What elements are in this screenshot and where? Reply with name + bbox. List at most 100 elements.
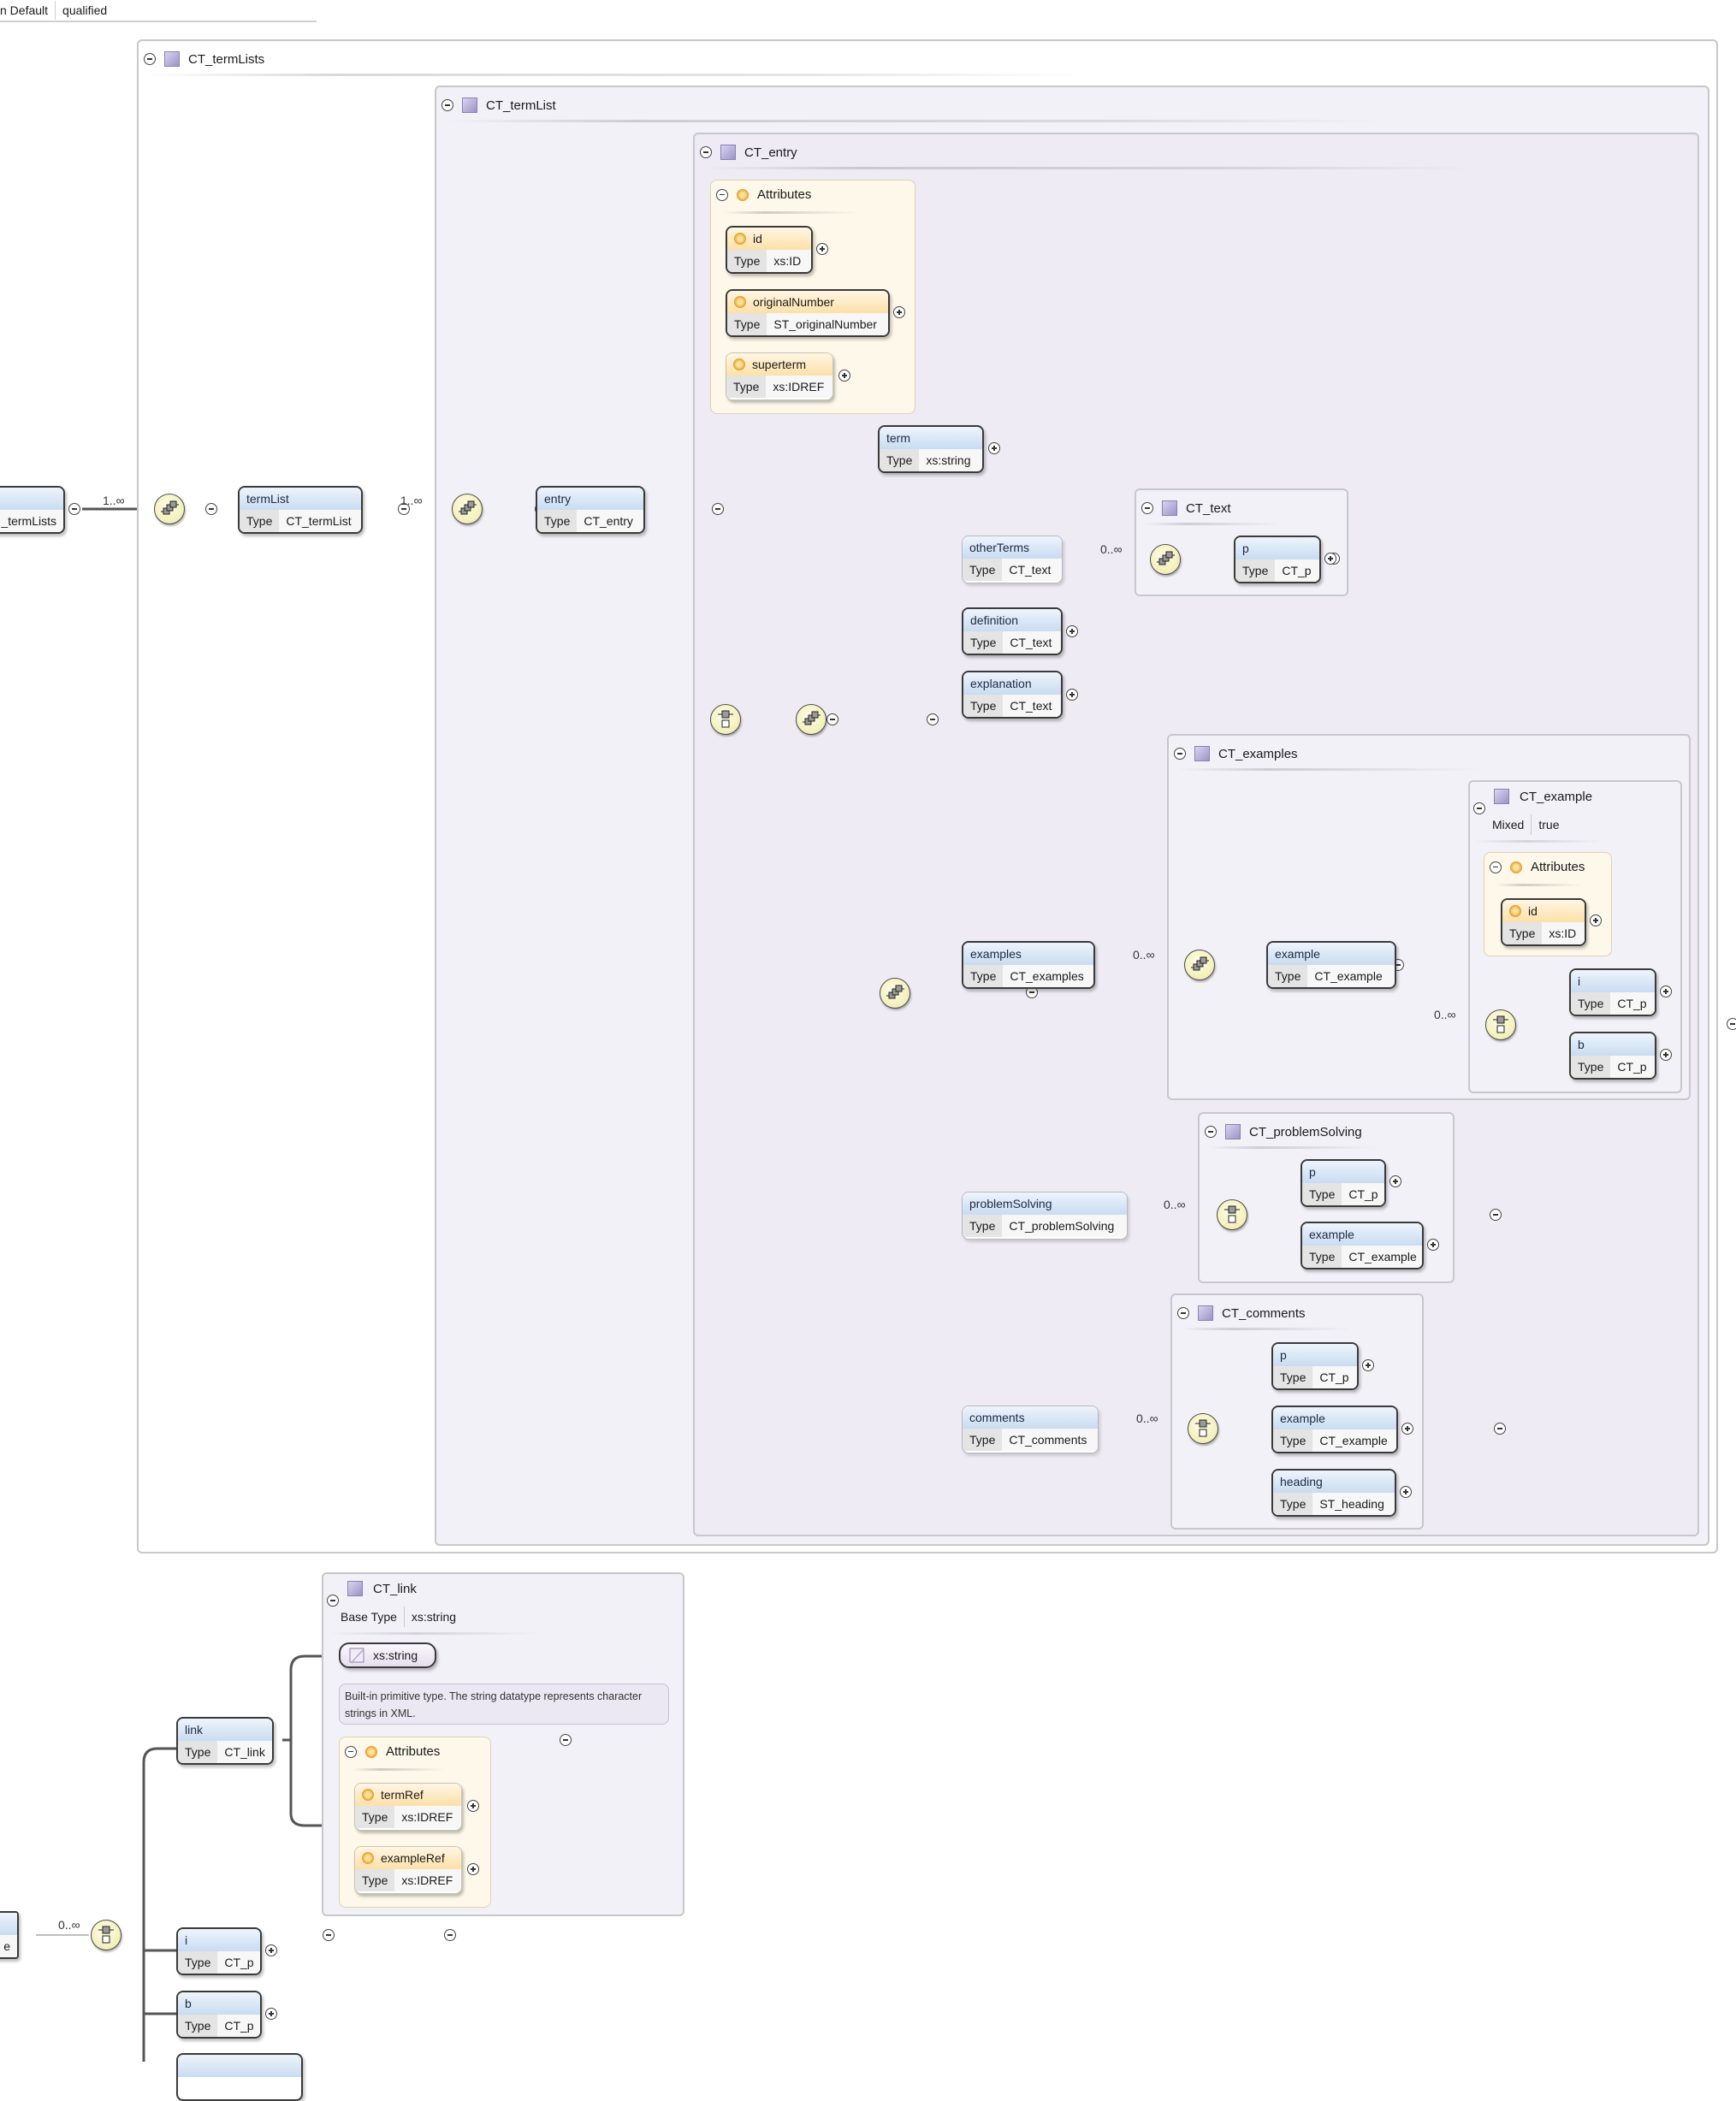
expand-icon[interactable]: [265, 1944, 277, 1956]
collapse-icon[interactable]: [327, 1595, 339, 1607]
expand-icon[interactable]: [265, 2008, 277, 2020]
collapse-icon[interactable]: [397, 503, 410, 515]
element-termlists[interactable]: _termLists: [0, 486, 65, 534]
element-name: b: [178, 1992, 260, 2015]
expand-icon[interactable]: [1389, 1175, 1401, 1187]
collapse-icon[interactable]: [827, 713, 839, 725]
collapse-icon[interactable]: [700, 146, 712, 158]
type-label: Type: [1302, 1246, 1342, 1268]
collapse-icon[interactable]: [441, 99, 453, 111]
choice-compositor[interactable]: [1485, 1009, 1516, 1040]
choice-compositor[interactable]: [1188, 1413, 1218, 1444]
collapse-icon[interactable]: [444, 1929, 457, 1941]
expand-icon[interactable]: [1401, 1423, 1413, 1435]
expand-icon[interactable]: [1362, 1359, 1374, 1371]
element-type: CT_text: [1003, 695, 1061, 717]
sequence-compositor[interactable]: [1184, 950, 1215, 980]
collapse-icon[interactable]: [205, 503, 218, 515]
expand-icon[interactable]: [988, 442, 1000, 454]
expand-icon[interactable]: [816, 243, 828, 255]
attribute-type: ST_originalNumber: [767, 313, 888, 335]
expand-icon[interactable]: [1066, 689, 1078, 701]
title-divider: [445, 120, 1386, 122]
collapse-icon[interactable]: [1490, 861, 1502, 873]
simple-type-xs-string[interactable]: xs:string: [339, 1642, 436, 1668]
expand-icon[interactable]: [893, 306, 905, 318]
expand-icon[interactable]: [1660, 1049, 1672, 1061]
sequence-compositor[interactable]: [796, 704, 827, 735]
element-type: CT_termList: [279, 510, 361, 532]
expand-icon[interactable]: [1590, 914, 1602, 926]
element-partial-bottom[interactable]: [176, 2053, 303, 2101]
expand-icon[interactable]: [1400, 1486, 1412, 1498]
expand-icon[interactable]: [1324, 553, 1336, 565]
choice-compositor[interactable]: [1217, 1199, 1247, 1230]
collapse-icon[interactable]: [711, 503, 724, 515]
choice-compositor[interactable]: [91, 1920, 121, 1950]
attribute-type: xs:ID: [767, 250, 811, 272]
collapse-icon[interactable]: [1205, 1126, 1217, 1138]
collapse-icon[interactable]: [926, 713, 939, 725]
collapse-icon[interactable]: [1726, 1018, 1736, 1030]
expand-icon[interactable]: [1660, 985, 1672, 997]
sequence-compositor[interactable]: [452, 494, 483, 524]
attribute-icon: [1510, 861, 1522, 873]
sequence-compositor[interactable]: [880, 978, 910, 1009]
element-name: link: [178, 1719, 272, 1741]
element-type: CT_problemSolving: [1002, 1215, 1127, 1237]
collapse-icon[interactable]: [1177, 1307, 1189, 1319]
sequence-compositor[interactable]: [154, 494, 185, 524]
occurrence-label: 0..∞: [1136, 1412, 1158, 1425]
complex-type-title: CT_text: [1141, 497, 1231, 519]
collapse-icon[interactable]: [716, 188, 728, 201]
expand-icon[interactable]: [467, 1800, 479, 1812]
sequence-compositor[interactable]: [1150, 544, 1181, 575]
collapse-icon[interactable]: [144, 53, 156, 65]
occurrence-label: 0..∞: [1434, 1008, 1456, 1021]
type-label: Type: [1273, 1429, 1313, 1452]
attributes-title: Attributes: [1490, 860, 1585, 874]
collapse-icon[interactable]: [1174, 748, 1186, 760]
choice-compositor[interactable]: [710, 704, 741, 735]
expand-icon[interactable]: [838, 370, 850, 382]
collapse-icon[interactable]: [345, 1745, 357, 1758]
collapse-icon[interactable]: [322, 1929, 335, 1941]
expand-icon[interactable]: [467, 1863, 479, 1875]
collapse-icon[interactable]: [560, 1734, 572, 1746]
expand-icon[interactable]: [1427, 1239, 1439, 1251]
collapse-icon[interactable]: [68, 503, 80, 515]
element-partial[interactable]: e: [0, 1911, 19, 1959]
collapse-icon[interactable]: [1493, 1423, 1506, 1435]
collapse-icon[interactable]: [1473, 802, 1485, 814]
collapse-icon[interactable]: [1141, 502, 1153, 514]
collapse-icon[interactable]: [1489, 1209, 1502, 1221]
expand-icon[interactable]: [1066, 625, 1078, 637]
